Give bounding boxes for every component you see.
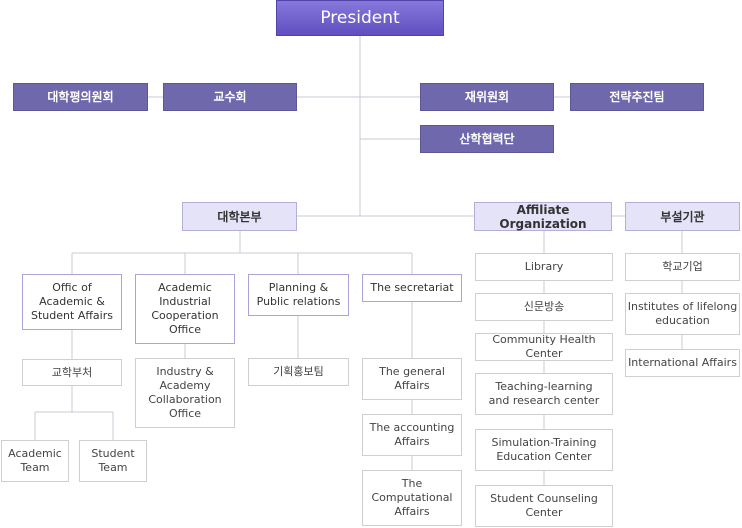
committee-strategy-team: 전략추진팀 [570, 83, 704, 111]
general-affairs: The general Affairs [362, 358, 462, 400]
committee-finance: 재위원회 [420, 83, 554, 111]
industry-cooperation-group: 산학협력단 [420, 125, 554, 153]
academic-team: Academic Team [1, 440, 69, 482]
community-health-center: Community Health Center [475, 333, 613, 361]
industry-academy-collaboration-office: Industry & Academy Collaboration Office [135, 358, 235, 428]
division-planning-public-relations: Planning & Public relations [248, 274, 349, 316]
international-affairs: International Affairs [625, 349, 740, 377]
lifelong-education-institute: Institutes of lifelong education [625, 293, 740, 335]
accounting-affairs: The accounting Affairs [362, 414, 462, 456]
division-secretariat: The secretariat [362, 274, 462, 302]
broadcasting-newspaper: 신문방송 [475, 293, 613, 321]
affiliate-organization-box: Affiliate Organization [474, 202, 612, 231]
library: Library [475, 253, 613, 281]
committee-university-council: 대학평의원회 [13, 83, 148, 111]
school-enterprise: 학교기업 [625, 253, 740, 281]
student-counseling-center: Student Counseling Center [475, 485, 613, 527]
headquarters-box: 대학본부 [182, 202, 297, 231]
teaching-learning-center: Teaching-learning and research center [475, 373, 613, 415]
student-team: Student Team [79, 440, 147, 482]
division-academic-student-affairs: Offic of Academic & Student Affairs [22, 274, 122, 330]
committee-faculty-council: 교수회 [163, 83, 297, 111]
division-academic-industrial-cooperation: Academic Industrial Cooperation Office [135, 274, 235, 344]
attached-institutions-box: 부설기관 [625, 202, 740, 231]
computational-affairs: The Computational Affairs [362, 470, 462, 526]
simulation-training-center: Simulation-Training Education Center [475, 429, 613, 471]
president-box: President [276, 0, 444, 36]
academic-affairs-office: 교학부처 [22, 359, 122, 386]
planning-pr-team: 기획홍보팀 [248, 358, 349, 386]
